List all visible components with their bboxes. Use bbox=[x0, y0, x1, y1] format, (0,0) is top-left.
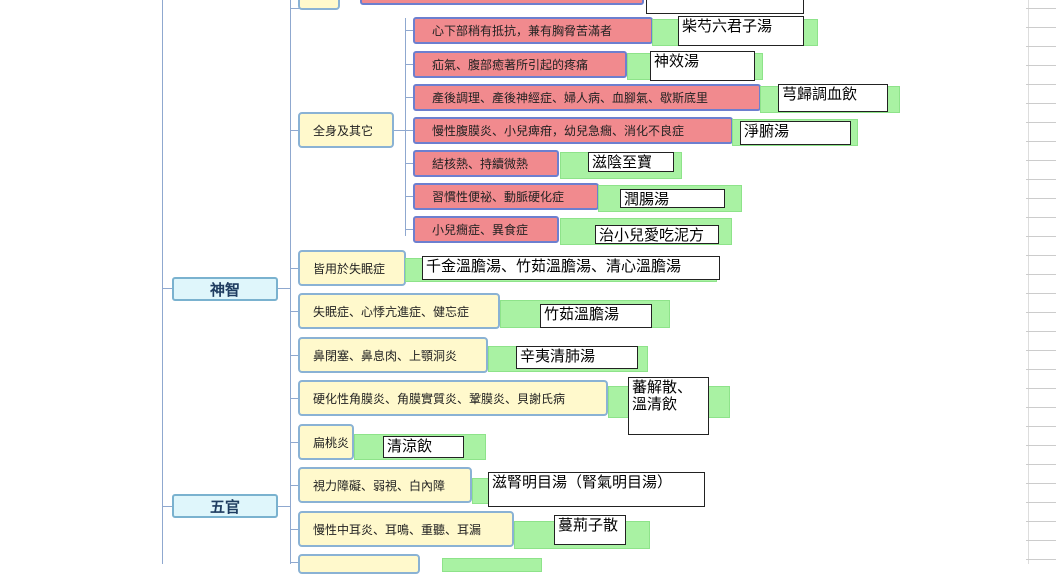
symptom-node[interactable]: 產後調理、產後神經症、婦人病、血腳氣、歇斯底里 bbox=[413, 84, 761, 111]
grid-line bbox=[1026, 445, 1056, 446]
branch-er[interactable]: 慢性中耳炎、耳鳴、重聽、耳漏 bbox=[298, 511, 514, 547]
connector-line bbox=[162, 0, 163, 564]
grid-line bbox=[1026, 274, 1056, 275]
grid-line bbox=[1026, 160, 1056, 161]
partial-remedy-label[interactable] bbox=[646, 0, 804, 14]
connector-line bbox=[290, 355, 300, 356]
grid-line bbox=[1026, 198, 1056, 199]
grid-line bbox=[1026, 464, 1056, 465]
category-wuguan[interactable]: 五官 bbox=[172, 494, 278, 518]
grid-line bbox=[1026, 141, 1056, 142]
remedy-label[interactable]: 柴芍六君子湯 bbox=[678, 16, 804, 46]
grid-line bbox=[1026, 388, 1056, 389]
remedy-label[interactable]: 神效湯 bbox=[650, 51, 755, 81]
remedy-label[interactable]: 竹茹溫膽湯 bbox=[540, 304, 652, 328]
connector-line bbox=[290, 485, 300, 486]
connector-line bbox=[405, 163, 415, 164]
connector-line bbox=[290, 130, 300, 131]
grid-line bbox=[1028, 0, 1029, 564]
grid-line bbox=[1026, 426, 1056, 427]
grid-line bbox=[1026, 46, 1056, 47]
branch-biantao[interactable]: 扁桃炎 bbox=[298, 424, 354, 460]
connector-line bbox=[405, 196, 415, 197]
remedy-label[interactable]: 清涼飲 bbox=[383, 436, 464, 458]
connector-line bbox=[290, 398, 300, 399]
symptom-node[interactable]: 慢性腹膜炎、小兒痺疳，幼兒急癇、消化不良症 bbox=[413, 117, 733, 144]
grid-line bbox=[1026, 540, 1056, 541]
grid-line bbox=[1026, 502, 1056, 503]
symptom-node[interactable]: 心下部稍有抵抗，兼有胸脅苦滿者 bbox=[413, 17, 653, 44]
connector-line bbox=[290, 311, 300, 312]
symptom-node[interactable]: 小兒癇症、異食症 bbox=[413, 216, 559, 243]
grid-line bbox=[1026, 369, 1056, 370]
connector-line bbox=[290, 0, 291, 564]
connector-line bbox=[162, 288, 174, 289]
branch-shimian-2[interactable]: 失眠症、心悸亢進症、健忘症 bbox=[298, 293, 500, 329]
grid-line bbox=[1026, 521, 1056, 522]
connector-line bbox=[405, 64, 415, 65]
branch-shimian-1[interactable]: 皆用於失眠症 bbox=[298, 250, 406, 286]
remedy-background bbox=[442, 558, 542, 572]
remedy-label[interactable]: 滋腎明目湯（腎氣明目湯） bbox=[488, 472, 705, 507]
connector-line bbox=[276, 288, 290, 289]
remedy-label[interactable]: 辛夷清肺湯 bbox=[516, 346, 638, 369]
grid-line bbox=[1026, 179, 1056, 180]
connector-line bbox=[405, 18, 406, 236]
remedy-label[interactable]: 治小兒愛吃泥方 bbox=[595, 225, 719, 244]
connector-line bbox=[405, 229, 415, 230]
connector-line bbox=[162, 506, 174, 507]
remedy-label[interactable]: 芎歸調血飲 bbox=[778, 84, 888, 112]
grid-line bbox=[1026, 84, 1056, 85]
connector-line bbox=[290, 8, 300, 9]
grid-line bbox=[1026, 407, 1056, 408]
grid-line bbox=[1026, 236, 1056, 237]
remedy-label[interactable]: 蕃解散、溫清飲 bbox=[628, 377, 709, 435]
remedy-label[interactable]: 滋陰至寶 bbox=[588, 152, 674, 172]
grid-line bbox=[1026, 255, 1056, 256]
branch-bi[interactable]: 鼻閉塞、鼻息肉、上顎洞炎 bbox=[298, 337, 488, 373]
grid-line bbox=[1026, 27, 1056, 28]
symptom-node[interactable]: 疝氣、腹部癒著所引起的疼痛 bbox=[413, 51, 627, 78]
grid-line bbox=[1026, 122, 1056, 123]
branch-yan[interactable]: 硬化性角膜炎、角膜實質炎、鞏膜炎、貝謝氏病 bbox=[298, 380, 608, 416]
connector-line bbox=[276, 506, 290, 507]
connector-line bbox=[393, 130, 405, 131]
symptom-node[interactable]: 結核熱、持續微熱 bbox=[413, 150, 559, 177]
remedy-label[interactable]: 千金溫膽湯、竹茹溫膽湯、清心溫膽湯 bbox=[422, 256, 720, 280]
remedy-label[interactable]: 潤腸湯 bbox=[620, 189, 725, 208]
grid-line bbox=[1026, 312, 1056, 313]
branch-quanshen[interactable]: 全身及其它 bbox=[298, 112, 394, 148]
connector-line bbox=[405, 130, 415, 131]
grid-line bbox=[1026, 293, 1056, 294]
branch-shili[interactable]: 視力障礙、弱視、白內障 bbox=[298, 467, 472, 503]
grid-line bbox=[1026, 103, 1056, 104]
partial-branch-node[interactable] bbox=[298, 554, 420, 574]
grid-line bbox=[1026, 559, 1056, 560]
partial-branch-node[interactable] bbox=[298, 0, 340, 10]
remedy-label[interactable]: 蔓荊子散 bbox=[554, 515, 626, 545]
connector-line bbox=[290, 442, 300, 443]
connector-line bbox=[290, 529, 300, 530]
grid-line bbox=[1026, 8, 1056, 9]
grid-line bbox=[1026, 483, 1056, 484]
partial-symptom-node[interactable] bbox=[360, 0, 644, 5]
grid-line bbox=[1026, 331, 1056, 332]
grid-line bbox=[1026, 65, 1056, 66]
remedy-label[interactable]: 淨腑湯 bbox=[740, 121, 851, 145]
category-shenzhi[interactable]: 神智 bbox=[172, 277, 278, 301]
connector-line bbox=[290, 562, 300, 563]
connector-line bbox=[405, 30, 415, 31]
grid-line bbox=[1026, 350, 1056, 351]
symptom-node[interactable]: 習慣性便祕、動脈硬化症 bbox=[413, 183, 599, 210]
connector-line bbox=[405, 97, 415, 98]
connector-line bbox=[290, 268, 300, 269]
grid-line bbox=[1026, 217, 1056, 218]
sheet-grid bbox=[1026, 0, 1056, 564]
